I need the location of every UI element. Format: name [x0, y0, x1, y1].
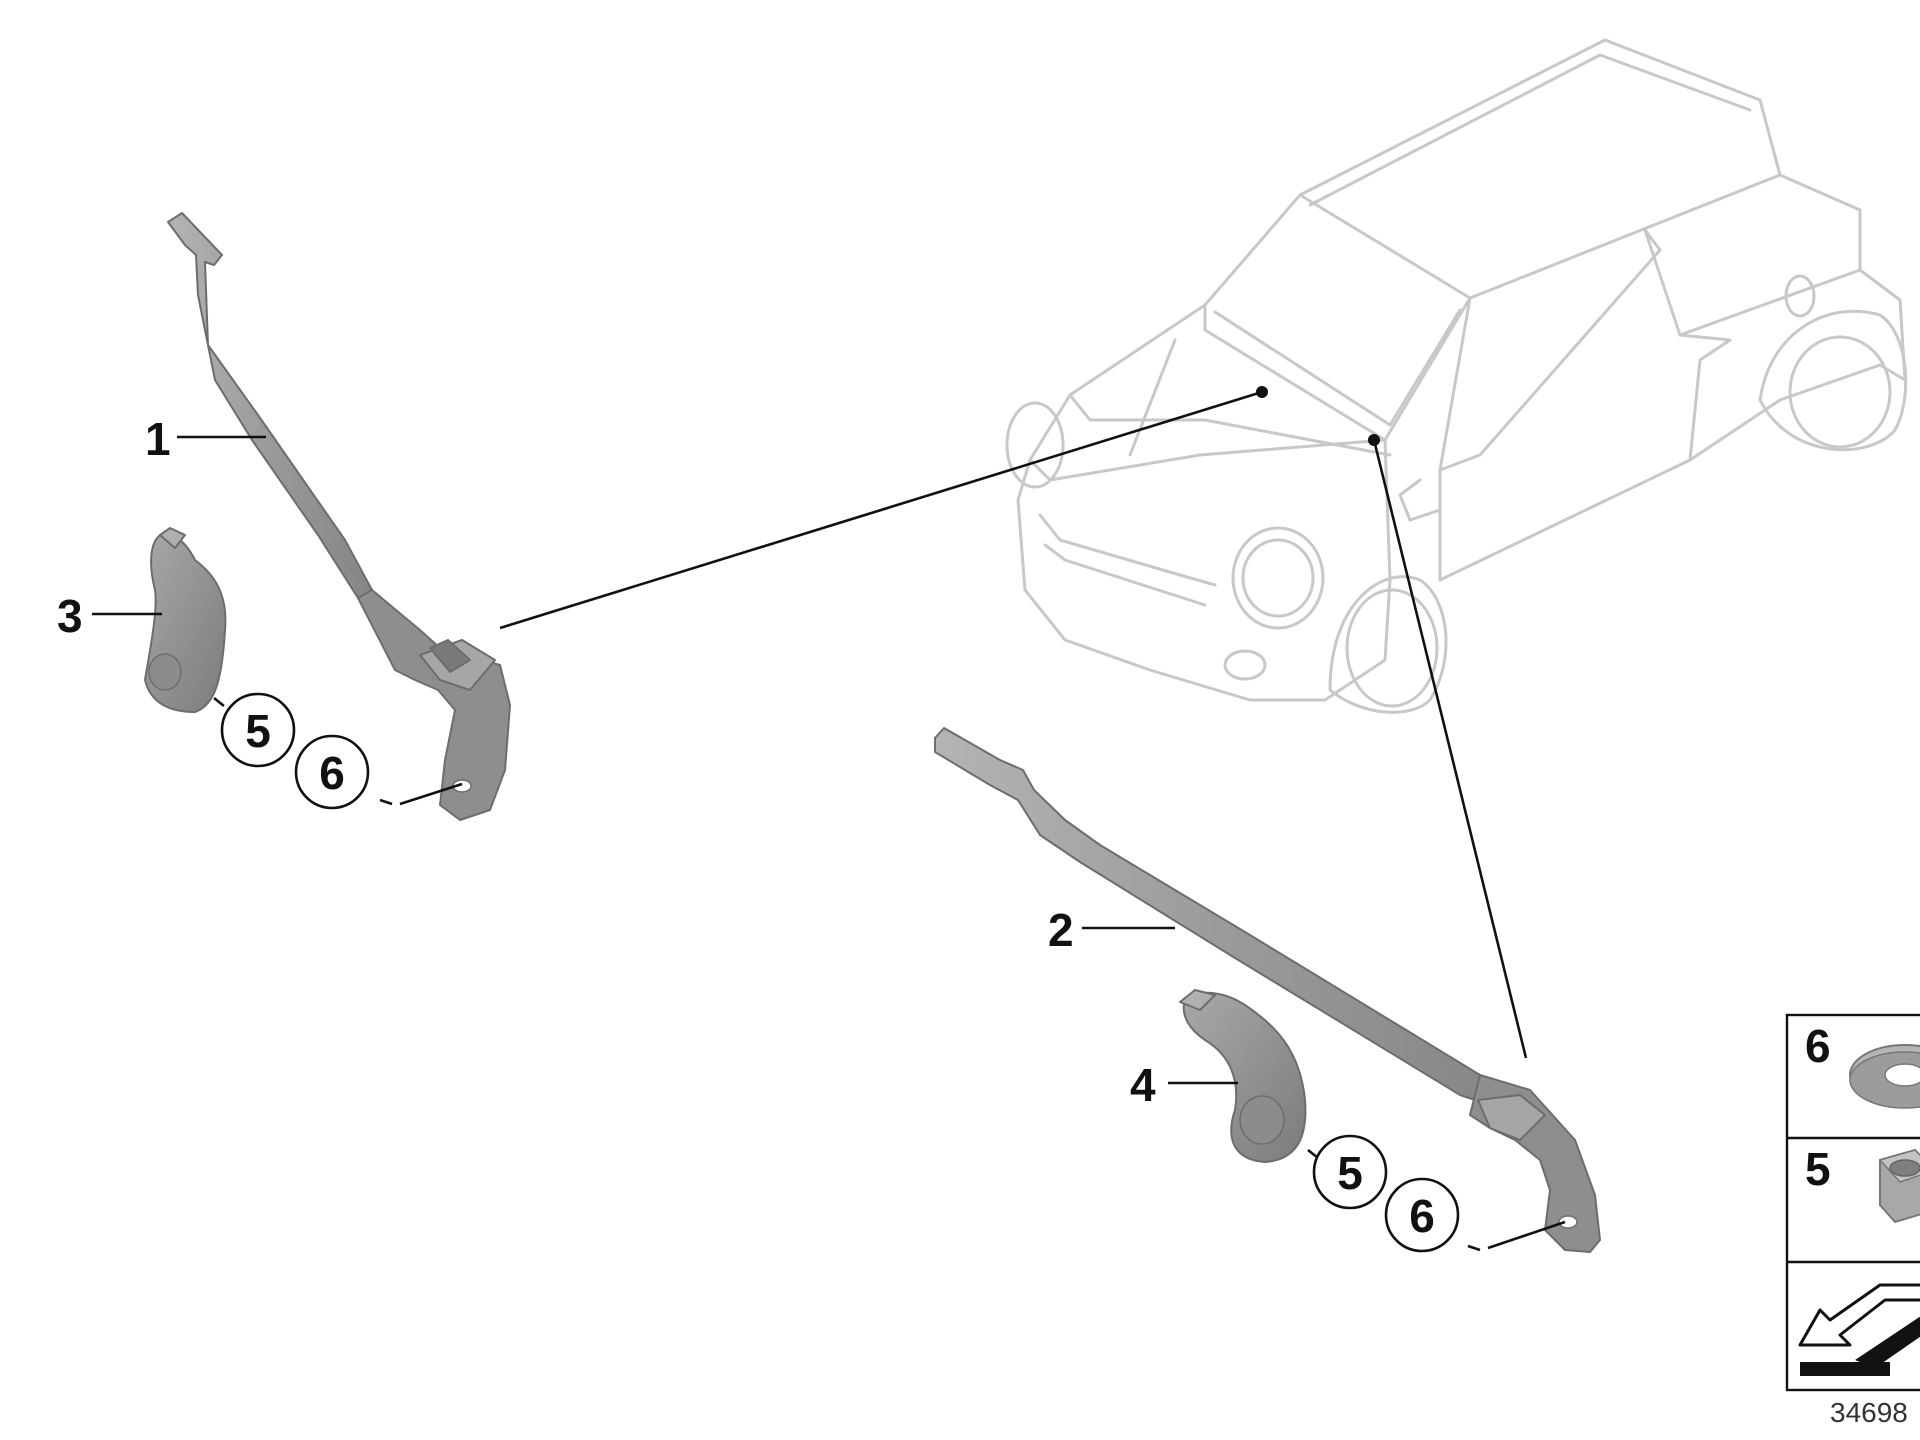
callout-2: 2 — [1048, 904, 1074, 956]
circled-callout-5-right: 5 — [1312, 1134, 1388, 1210]
circled-callout-6-left: 6 — [294, 734, 370, 810]
legend-label-5: 5 — [1805, 1143, 1831, 1195]
diagram-id: 34698 — [1830, 1397, 1908, 1428]
circled-callout-5-left: 5 — [220, 692, 296, 768]
direction-arrow-icon — [1798, 1283, 1920, 1376]
legend-box: 6 5 — [1785, 1013, 1920, 1392]
washer-icon — [1849, 1044, 1920, 1109]
attach-point-right — [1368, 434, 1380, 446]
leader-lines — [92, 386, 1566, 1252]
callout-3: 3 — [57, 590, 83, 642]
hex-nut-icon — [1878, 1148, 1920, 1224]
attach-point-left — [1256, 386, 1268, 398]
cover-cap-left — [144, 527, 227, 713]
cover-cap-right — [1179, 989, 1307, 1163]
callout-1: 1 — [145, 413, 171, 465]
callout-5-right-label: 5 — [1337, 1147, 1363, 1199]
callout-4: 4 — [1130, 1059, 1156, 1111]
wiper-arm-right — [934, 727, 1601, 1253]
legend-label-6: 6 — [1805, 1020, 1831, 1072]
callout-5-left-label: 5 — [245, 705, 271, 757]
wiper-arm-left — [167, 212, 511, 821]
callout-6-left-label: 6 — [319, 747, 345, 799]
circled-callout-6-right: 6 — [1384, 1177, 1460, 1253]
callout-6-right-label: 6 — [1409, 1190, 1435, 1242]
car-outline — [1005, 38, 1908, 714]
